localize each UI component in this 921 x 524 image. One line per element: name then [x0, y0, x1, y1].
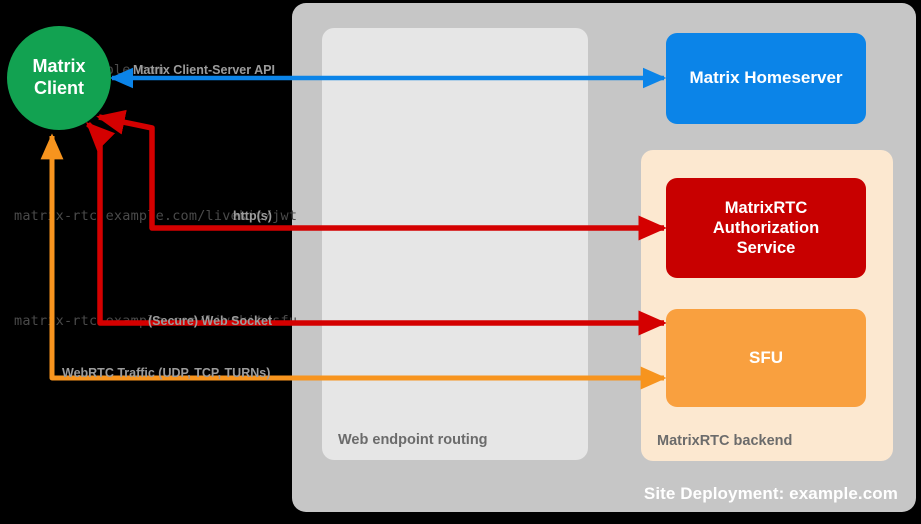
node-sfu[interactable]: SFU [666, 309, 866, 407]
web-endpoint-routing-label: Web endpoint routing [338, 432, 488, 448]
node-matrix-client[interactable]: Matrix Client [7, 26, 111, 130]
node-sfu-label: SFU [749, 347, 783, 367]
edge-label-webrtc-traffic: WebRTC Traffic (UDP, TCP, TURNs) [62, 366, 271, 380]
node-matrix-homeserver-label: Matrix Homeserver [689, 68, 843, 88]
matrixrtc-backend-label: MatrixRTC backend [657, 433, 793, 449]
node-matrix-homeserver[interactable]: Matrix Homeserver [666, 33, 866, 124]
node-auth-line1: MatrixRTC [724, 198, 808, 217]
edge-label-secure-websocket: (Secure) Web Socket [148, 314, 273, 328]
node-matrix-client-line2: Client [33, 78, 84, 98]
node-matrix-client-line1: Matrix [32, 56, 86, 77]
edge-label-client-server-api: Matrix Client-Server API [133, 63, 275, 77]
site-deployment-label: Site Deployment: example.com [643, 484, 898, 503]
edge-label-https: http(s) [233, 209, 272, 223]
node-auth-line3: Service [736, 239, 796, 258]
node-auth-line2: Authorization [712, 218, 820, 237]
web-endpoint-routing-panel: Web endpoint routing [322, 28, 588, 460]
node-matrixrtc-authorization-service[interactable]: MatrixRTC Authorization Service [666, 178, 866, 278]
